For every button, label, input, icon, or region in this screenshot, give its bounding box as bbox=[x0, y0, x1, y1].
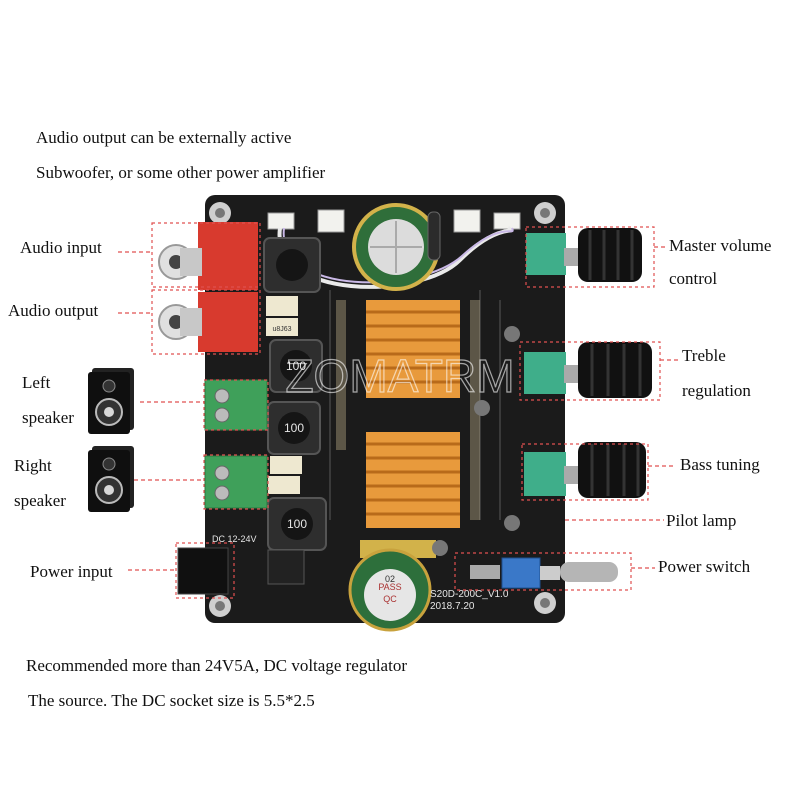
label-master-volume-1: Master volume bbox=[669, 236, 772, 255]
heatsink-top bbox=[366, 300, 460, 398]
mounting-holes bbox=[209, 202, 556, 617]
label-left-speaker-1: Left bbox=[22, 373, 51, 392]
power-switch bbox=[470, 557, 618, 589]
bottom-capacitor: PASS QC 02 bbox=[348, 540, 436, 632]
label-right-speaker-2: speaker bbox=[14, 491, 66, 510]
cap-num-label: 02 bbox=[385, 574, 395, 584]
watermark: ZOMATRM bbox=[285, 350, 514, 402]
label-treble-2: regulation bbox=[682, 381, 751, 400]
label-master-volume-2: control bbox=[669, 269, 718, 288]
cap-pass-label: PASS bbox=[378, 582, 401, 592]
rca-output-jack bbox=[158, 292, 258, 352]
rca-input-jack bbox=[158, 222, 258, 290]
film-cap-label: u8J63 bbox=[272, 326, 291, 333]
bass-pot bbox=[524, 442, 646, 498]
inductor-label-1: 100 bbox=[286, 359, 306, 373]
label-right-speaker-1: Right bbox=[14, 456, 52, 475]
right-speaker-terminal bbox=[204, 455, 268, 509]
label-pilot-lamp: Pilot lamp bbox=[666, 511, 737, 530]
footer-line-2: The source. The DC socket size is 5.5*2.… bbox=[28, 691, 315, 710]
label-left-speaker-2: speaker bbox=[22, 408, 74, 427]
label-power-input: Power input bbox=[30, 562, 113, 581]
right-speaker-icon bbox=[88, 446, 134, 512]
label-audio-input: Audio input bbox=[20, 238, 102, 257]
leader-lines bbox=[118, 246, 680, 571]
header-line-1: Audio output can be externally active bbox=[36, 128, 292, 147]
left-speaker-icon bbox=[88, 368, 134, 434]
label-audio-output: Audio output bbox=[8, 301, 99, 320]
master-volume-pot bbox=[526, 228, 642, 282]
callout-boxes bbox=[151, 222, 661, 599]
inductor-label-3: 100 bbox=[287, 517, 307, 531]
dc-jack bbox=[177, 547, 305, 595]
cap-qc-label: QC bbox=[383, 594, 397, 604]
label-treble-1: Treble bbox=[682, 346, 726, 365]
footer-line-1: Recommended more than 24V5A, DC voltage … bbox=[26, 656, 407, 675]
treble-pot bbox=[524, 342, 652, 398]
header-line-2: Subwoofer, or some other power amplifier bbox=[36, 163, 326, 182]
left-speaker-terminal bbox=[204, 379, 268, 431]
model-silkscreen: S20D-200C_V1.0 bbox=[430, 589, 509, 600]
inductor-label-2: 100 bbox=[284, 421, 304, 435]
heatsink-bottom bbox=[366, 432, 460, 528]
label-bass-tuning: Bass tuning bbox=[680, 455, 760, 474]
date-silkscreen: 2018.7.20 bbox=[430, 601, 475, 612]
dc-voltage-silkscreen: DC 12-24V bbox=[212, 534, 257, 544]
label-power-switch: Power switch bbox=[658, 557, 751, 576]
